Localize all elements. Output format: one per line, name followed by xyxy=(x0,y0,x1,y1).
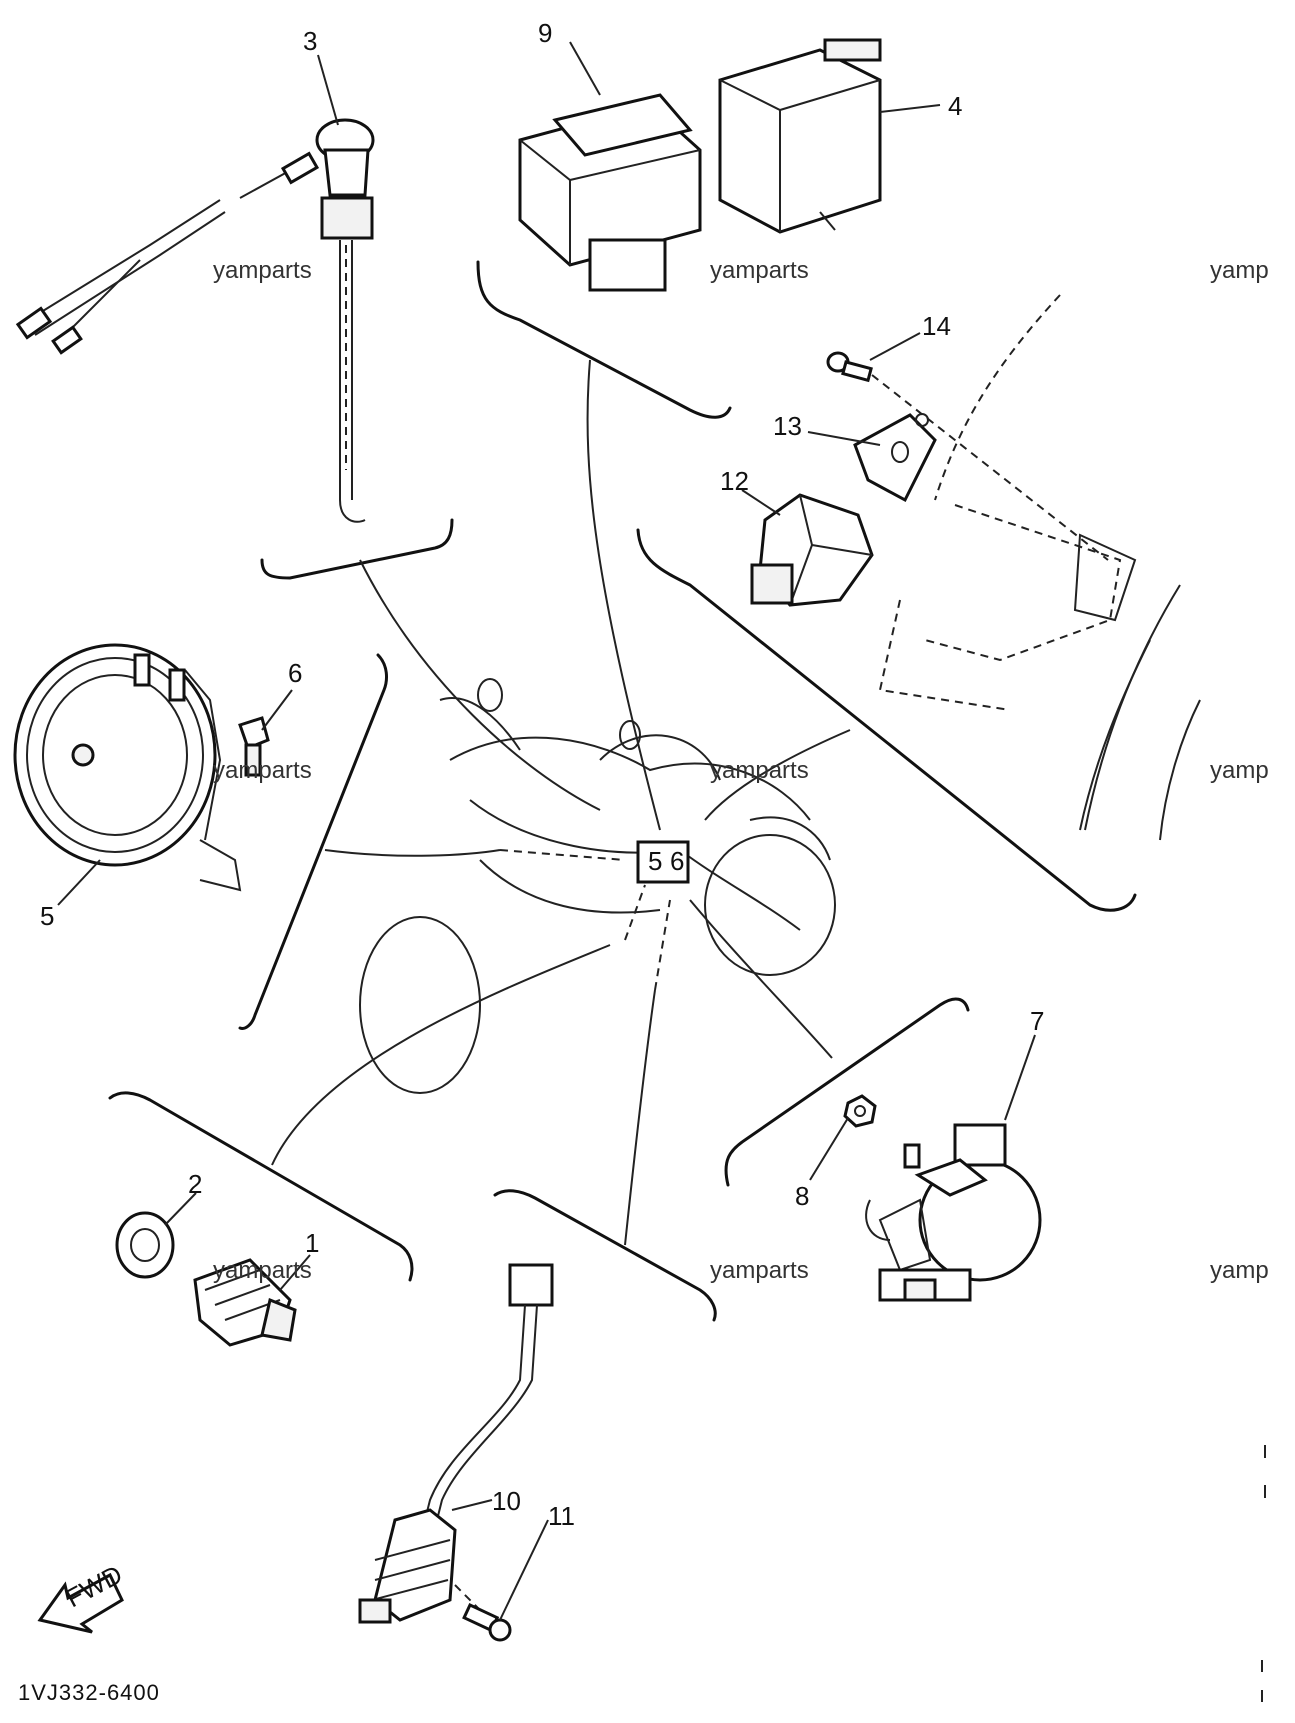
callout-numbers: 3 9 4 14 13 12 6 5 7 8 2 1 10 11 xyxy=(40,18,1044,1531)
motorcycle-outline xyxy=(359,678,836,1094)
callout-1: 1 xyxy=(305,1228,319,1258)
part-6-bolt xyxy=(238,716,270,777)
callout-12: 12 xyxy=(720,466,749,496)
part-1-switch xyxy=(193,1258,297,1347)
callout-6: 6 xyxy=(288,658,302,688)
watermark: yamparts xyxy=(710,257,809,284)
watermark: yamparts xyxy=(213,757,312,784)
watermark: yamparts xyxy=(213,257,312,284)
watermarks: yamparts yamparts yamp yamparts yamparts… xyxy=(213,257,1269,1284)
callout-7: 7 xyxy=(1030,1006,1044,1036)
frame-section xyxy=(871,294,1201,841)
callout-4: 4 xyxy=(948,91,962,121)
connector-label-left: 5 xyxy=(648,846,662,876)
part-3-switch-assembly xyxy=(15,118,375,523)
part-10-sensor xyxy=(358,1263,554,1624)
callout-9: 9 xyxy=(538,18,552,48)
forward-arrow-icon: FWD xyxy=(37,1559,127,1634)
watermark: yamparts xyxy=(710,1257,809,1284)
connector-label-right: 6 xyxy=(670,846,684,876)
callout-3: 3 xyxy=(303,26,317,56)
callout-2: 2 xyxy=(188,1169,202,1199)
part-8-nut xyxy=(843,1094,877,1128)
callout-13: 13 xyxy=(773,411,802,441)
part-9-relay xyxy=(518,93,702,292)
watermark-cut: yamp xyxy=(1210,757,1269,784)
watermark: yamparts xyxy=(710,757,809,784)
callout-10: 10 xyxy=(492,1486,521,1516)
part-5-horn xyxy=(13,643,242,892)
callout-14: 14 xyxy=(922,311,951,341)
callout-leaders xyxy=(57,41,1036,1621)
part-12-flasher xyxy=(750,493,874,607)
edge-marks xyxy=(1261,1445,1266,1702)
callout-5: 5 xyxy=(40,901,54,931)
leader-lines xyxy=(271,359,851,1246)
watermark: yamparts xyxy=(213,1257,312,1284)
part-14-bolt xyxy=(826,351,873,383)
part-11-bolt xyxy=(454,1584,512,1642)
callout-8: 8 xyxy=(795,1181,809,1211)
watermark-cut: yamp xyxy=(1210,1257,1269,1284)
callout-11: 11 xyxy=(548,1501,575,1531)
part-13-bracket xyxy=(853,413,937,503)
diagram-code: 1VJ332-6400 xyxy=(18,1680,160,1705)
part-7-starter-relay xyxy=(865,1123,1042,1302)
part-2-gasket xyxy=(115,1211,175,1279)
central-connector-block: 5 6 xyxy=(636,840,690,884)
part-4-relay xyxy=(718,38,882,234)
watermark-cut: yamp xyxy=(1210,257,1269,284)
